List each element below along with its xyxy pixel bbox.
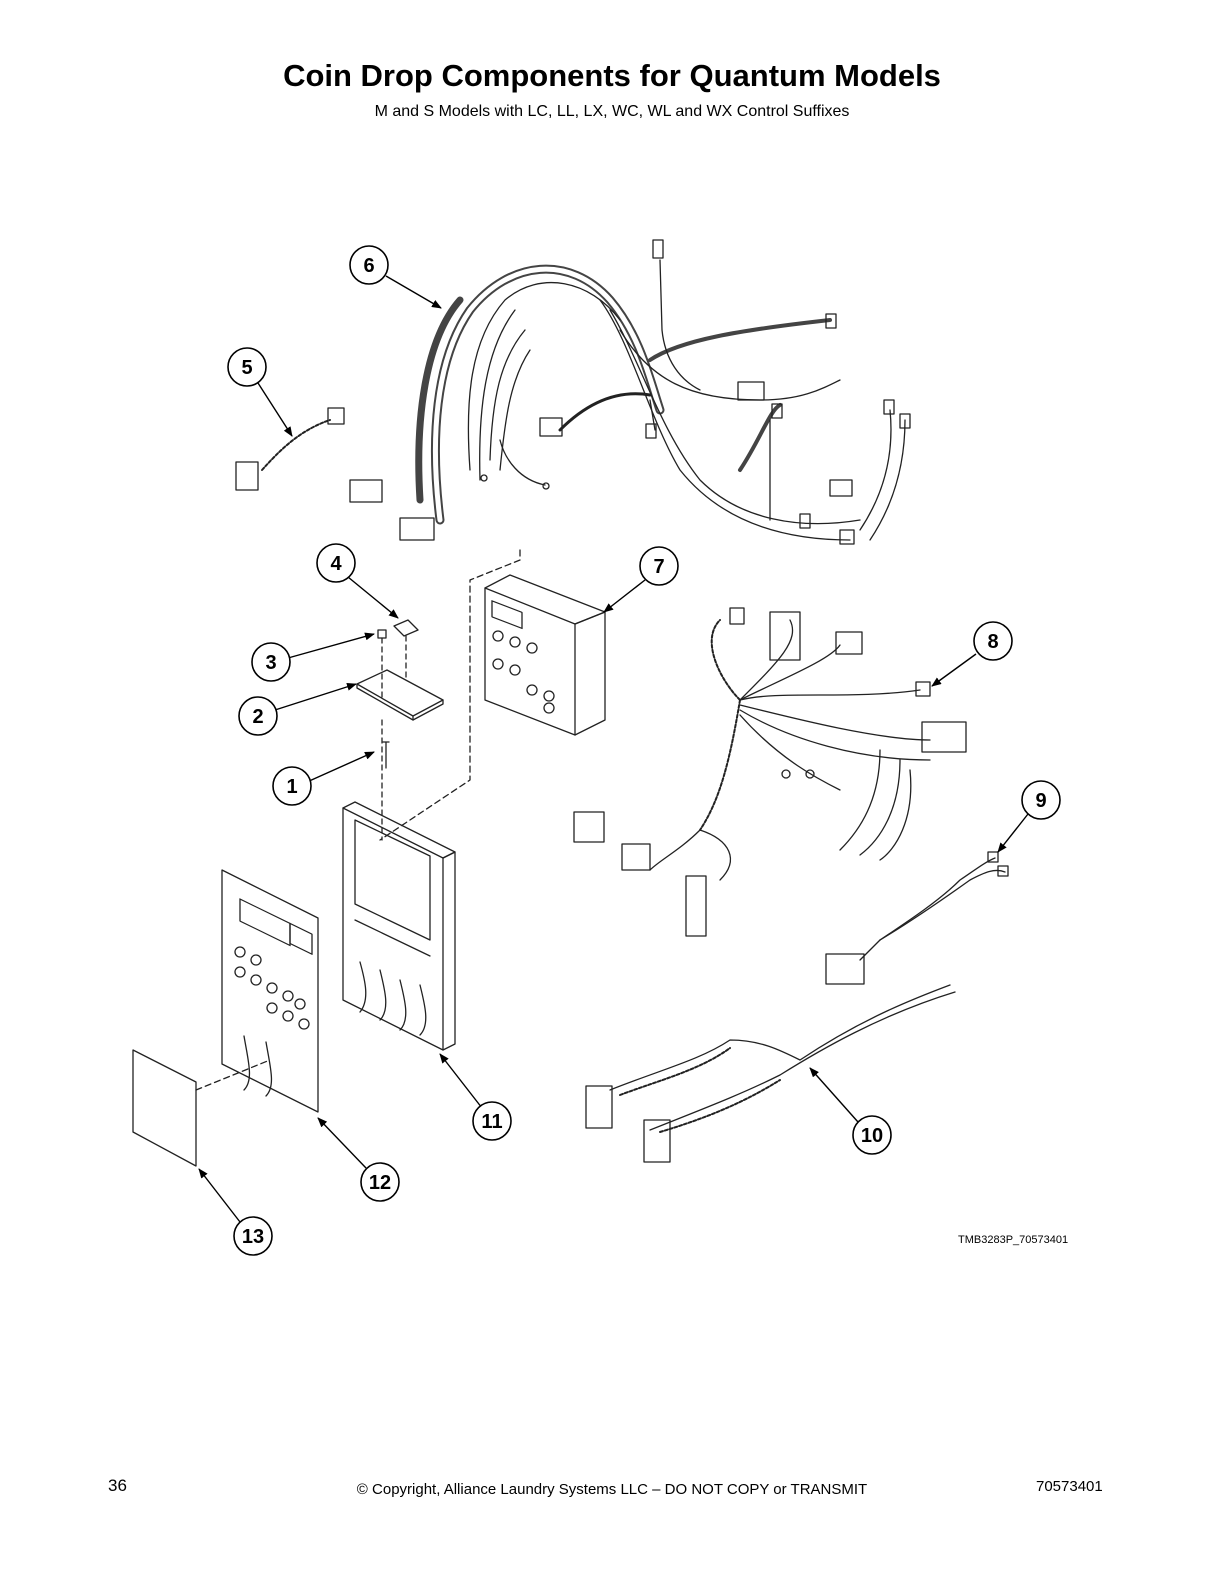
page-title: Coin Drop Components for Quantum Models (283, 58, 941, 93)
copyright-notice: © Copyright, Alliance Laundry Systems LL… (356, 1481, 868, 1498)
callout-11: 11 (472, 1101, 512, 1141)
page-subtitle: M and S Models with LC, LL, LX, WC, WL a… (374, 103, 850, 120)
svg-text:11: 11 (481, 1111, 502, 1133)
control-board-part-7 (379, 549, 606, 841)
svg-text:5: 5 (241, 357, 252, 379)
svg-text:10: 10 (861, 1125, 883, 1147)
callout-12: 12 (360, 1162, 400, 1202)
callout-2: 2 (238, 696, 278, 736)
svg-text:6: 6 (363, 255, 374, 277)
svg-text:2: 2 (252, 706, 263, 728)
svg-text:8: 8 (987, 631, 998, 653)
drawing-id: TMB3283P_70573401 (958, 1234, 1069, 1246)
svg-text:9: 9 (1035, 790, 1046, 812)
callout-4: 4 (316, 543, 356, 583)
harness-part-9 (825, 851, 1009, 985)
svg-text:4: 4 (330, 553, 342, 575)
svg-text:7: 7 (653, 556, 664, 578)
callout-8: 8 (973, 621, 1013, 661)
svg-text:1: 1 (286, 776, 297, 798)
callout-13: 13 (233, 1216, 273, 1256)
callout-3: 3 (251, 642, 291, 682)
overlay-panel-part-12 (221, 869, 319, 1113)
svg-text:3: 3 (265, 652, 276, 674)
page-number: 36 (108, 1476, 127, 1495)
svg-text:12: 12 (369, 1172, 391, 1194)
small-harness-part-5 (235, 407, 345, 491)
harness-part-10 (585, 984, 956, 1163)
callout-6: 6 (349, 245, 389, 285)
callout-5: 5 (227, 347, 267, 387)
label-part-13 (132, 1049, 271, 1167)
coin-drop-plate-part-11 (342, 801, 456, 1051)
document-number: 70573401 (1036, 1478, 1103, 1495)
callout-7: 7 (639, 546, 679, 586)
callout-10: 10 (852, 1115, 892, 1155)
control-harness-part-8 (573, 607, 967, 937)
bracket-and-fasteners (356, 619, 444, 841)
svg-text:13: 13 (242, 1226, 264, 1248)
main-wiring-harness (349, 239, 911, 545)
callout-1: 1 (272, 766, 312, 806)
callout-9: 9 (1021, 780, 1061, 820)
